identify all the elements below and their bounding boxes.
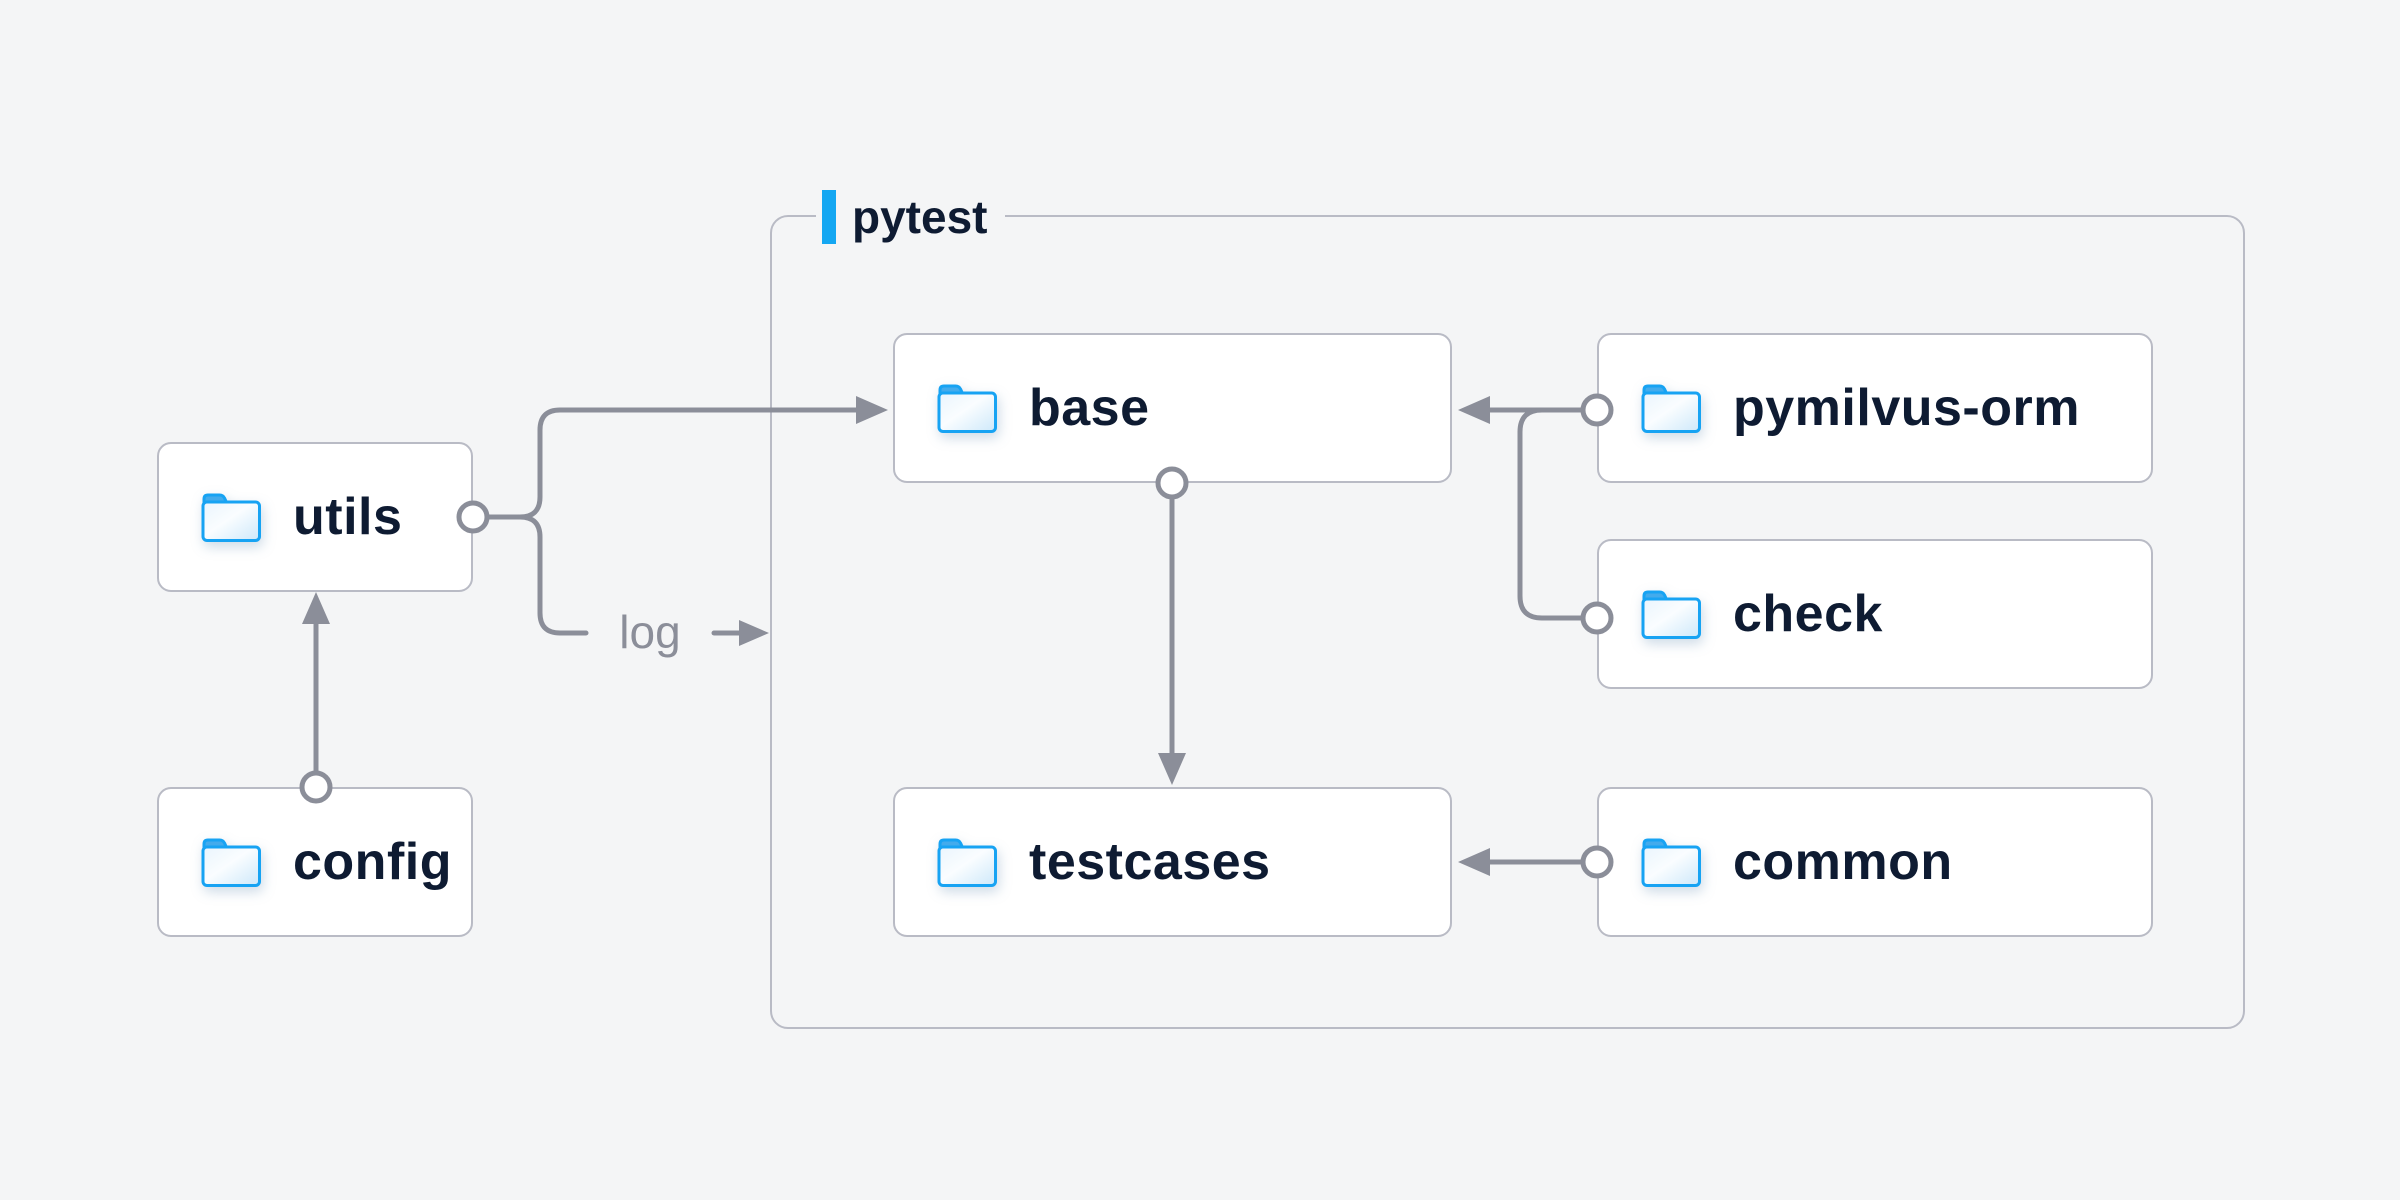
edge-label-log: log (619, 606, 681, 658)
edge-utils-to-log (517, 514, 589, 636)
log-arrow-icon (711, 620, 769, 646)
pytest-group-label-text: pytest (852, 191, 988, 243)
node-label-utils: utils (293, 488, 403, 546)
folder-icon (199, 490, 263, 544)
folder-icon (1639, 587, 1703, 641)
node-label-config: config (293, 833, 452, 891)
node-check: check (1597, 539, 2153, 689)
pytest-group-label: pytest (816, 188, 1006, 246)
node-label-pymilvus-orm: pymilvus-orm (1733, 379, 2080, 437)
folder-icon (199, 835, 263, 889)
folder-icon (935, 835, 999, 889)
folder-icon (935, 381, 999, 435)
node-testcases: testcases (893, 787, 1452, 937)
node-base: base (893, 333, 1452, 483)
pytest-group-container (770, 215, 2245, 1029)
node-label-testcases: testcases (1029, 833, 1271, 891)
node-config: config (157, 787, 473, 937)
edge-config-to-utils (302, 592, 330, 775)
node-label-check: check (1733, 585, 1883, 643)
node-common: common (1597, 787, 2153, 937)
node-label-base: base (1029, 379, 1150, 437)
node-utils: utils (157, 442, 473, 592)
accent-bar-icon (822, 190, 836, 244)
folder-icon (1639, 835, 1703, 889)
folder-icon (1639, 381, 1703, 435)
node-label-common: common (1733, 833, 1953, 891)
node-pymilvus-orm: pymilvus-orm (1597, 333, 2153, 483)
